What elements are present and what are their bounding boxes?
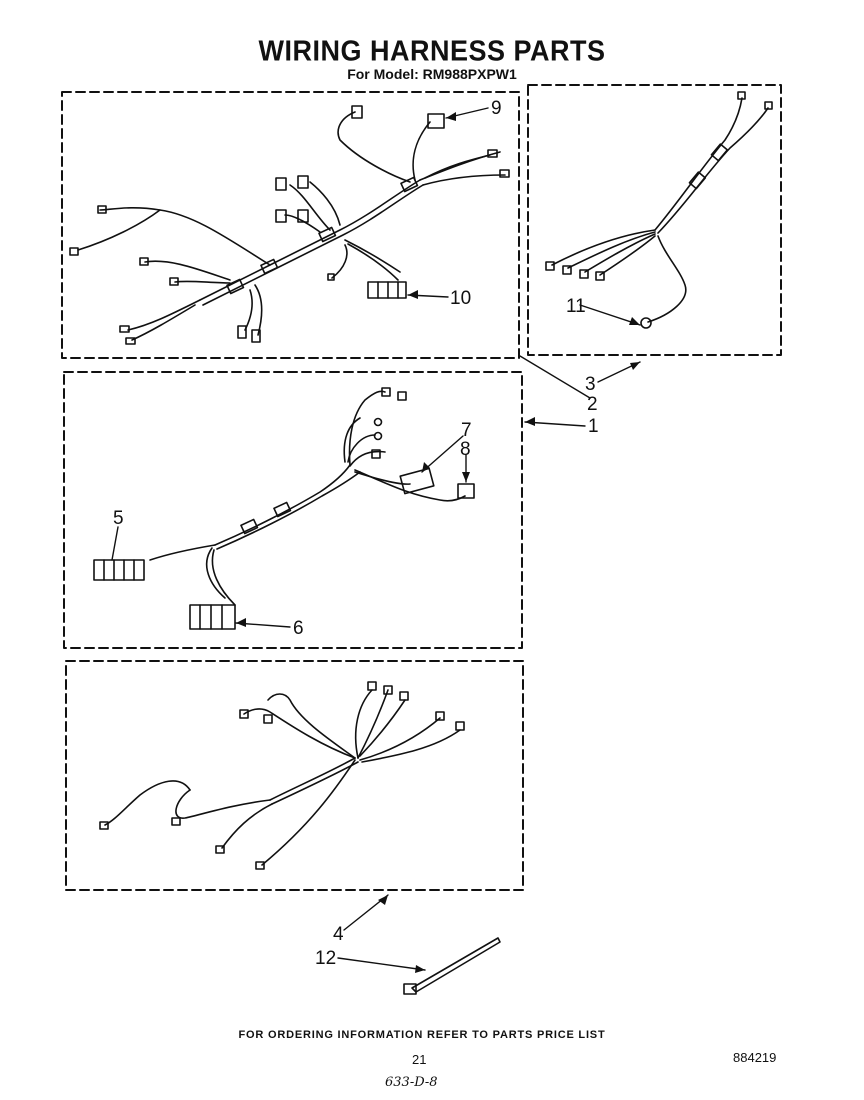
callout-1: 1 <box>588 416 599 437</box>
callout-6: 6 <box>293 618 304 639</box>
callout-7: 7 <box>461 420 472 441</box>
page-title: WIRING HARNESS PARTS <box>258 35 606 67</box>
handwritten-code: 633-D-8 <box>385 1075 438 1090</box>
side-harness-drawing <box>545 91 773 329</box>
callout-labels: 1 2 3 4 5 6 7 8 9 10 11 12 <box>113 98 599 969</box>
harness-box-side <box>527 84 782 356</box>
lower-harness-drawing <box>99 681 465 870</box>
callout-5: 5 <box>113 508 124 529</box>
callout-9: 9 <box>491 98 502 119</box>
leader-arrowheads <box>236 112 640 973</box>
callout-8: 8 <box>460 439 471 460</box>
callout-11: 11 <box>566 296 586 317</box>
harness-box-main <box>61 91 520 359</box>
ordering-note: FOR ORDERING INFORMATION REFER TO PARTS … <box>238 1029 606 1041</box>
harness-box-control <box>63 371 523 649</box>
callout-10: 10 <box>450 288 471 309</box>
page-number: 21 <box>412 1052 427 1067</box>
callout-2: 2 <box>587 394 598 415</box>
callout-12: 12 <box>315 948 336 969</box>
leader-lines <box>111 107 641 971</box>
main-harness-drawing <box>69 105 510 345</box>
control-harness-drawing <box>93 387 475 630</box>
cable-tie-drawing <box>403 937 501 995</box>
callout-3: 3 <box>585 374 596 395</box>
model-subtitle: For Model: RM988PXPW1 <box>347 66 517 82</box>
document-number: 884219 <box>733 1050 777 1065</box>
harness-box-lower <box>65 660 524 891</box>
callout-4: 4 <box>333 924 344 945</box>
